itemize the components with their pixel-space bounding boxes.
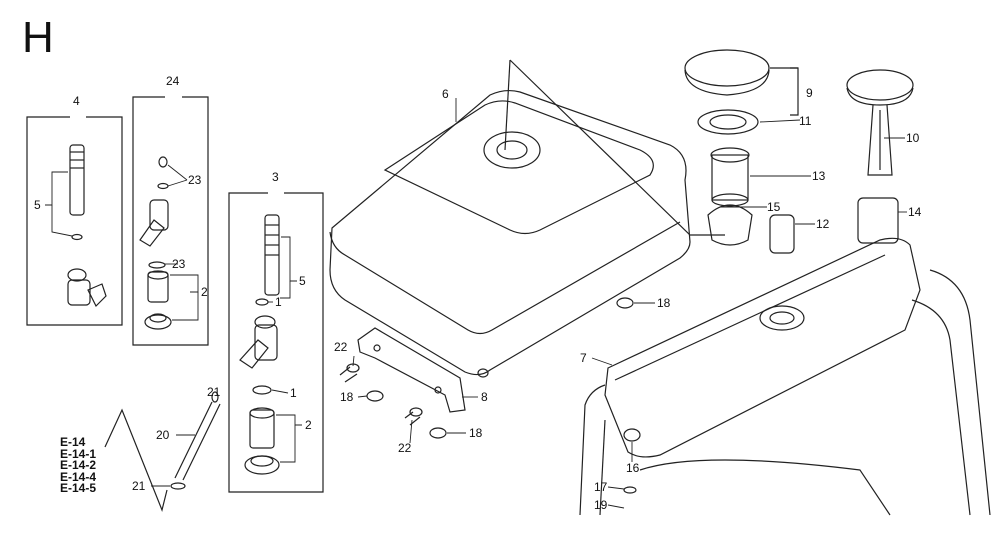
callout-17: 17 — [594, 480, 608, 494]
callout-4: 4 — [73, 94, 80, 108]
strainer-13 — [710, 147, 750, 207]
assembly-3-box — [228, 192, 324, 493]
callout-14: 14 — [908, 205, 922, 219]
callout-18: 18 — [469, 426, 483, 440]
fuel-tank-7 — [604, 237, 921, 458]
callout-5: 5 — [34, 198, 41, 212]
callout-23: 23 — [188, 173, 202, 187]
generator-frame — [579, 269, 991, 516]
reference-link[interactable]: E-14-4 — [60, 469, 97, 484]
bolts-and-nuts — [339, 297, 634, 439]
strainer-12 — [769, 214, 795, 254]
fuel-cap-10 — [846, 69, 914, 176]
callout-24: 24 — [166, 74, 180, 88]
callout-9: 9 — [806, 86, 813, 100]
callout-8: 8 — [481, 390, 488, 404]
fuel-cap-9 — [684, 49, 799, 116]
callout-2: 2 — [305, 418, 312, 432]
callout-12: 12 — [816, 217, 830, 231]
reference-link[interactable]: E-14-2 — [60, 458, 97, 472]
fuel-tank-6 — [329, 59, 725, 378]
callout-13: 13 — [812, 169, 826, 183]
callout-22: 22 — [398, 441, 412, 455]
cap-gasket-11 — [697, 109, 759, 135]
reference-link[interactable]: E-14-1 — [60, 446, 97, 461]
fuel-cock-24 — [139, 156, 172, 330]
assembly-24-box — [132, 96, 209, 346]
callout-22: 22 — [334, 340, 348, 354]
callout-2: 2 — [201, 285, 208, 299]
callout-18: 18 — [657, 296, 671, 310]
callout-1: 1 — [290, 386, 297, 400]
callout-16: 16 — [626, 461, 640, 475]
callout-18: 18 — [340, 390, 354, 404]
callout-21: 21 — [207, 385, 221, 399]
strainer-case-15 — [707, 204, 753, 246]
callout-15: 15 — [767, 200, 781, 214]
fuel-cock-3 — [239, 214, 280, 475]
callout-3: 3 — [272, 170, 279, 184]
leader-lines — [45, 98, 907, 509]
callout-21: 21 — [132, 479, 146, 493]
callout-11: 11 — [799, 114, 812, 128]
fuel-tube-20 — [104, 391, 221, 512]
callout-20: 20 — [156, 428, 170, 442]
reference-list: E-14 E-14-1 E-14-2 E-14-4 E-14-5 — [60, 435, 97, 495]
callout-1: 1 — [275, 295, 282, 309]
strainer-14 — [857, 197, 899, 244]
callout-23: 23 — [172, 257, 186, 271]
callout-6: 6 — [442, 87, 449, 101]
callout-7: 7 — [580, 351, 587, 365]
callout-10: 10 — [906, 131, 920, 145]
section-letter: H — [22, 13, 54, 62]
reference-link[interactable]: E-14 — [60, 435, 86, 449]
reference-link[interactable]: E-14-5 — [60, 481, 97, 495]
tank-bracket-8 — [357, 327, 466, 413]
fuel-cock-4 — [67, 144, 107, 308]
assembly-4-box — [26, 116, 123, 326]
callout-19: 19 — [594, 498, 608, 512]
callout-5: 5 — [299, 274, 306, 288]
